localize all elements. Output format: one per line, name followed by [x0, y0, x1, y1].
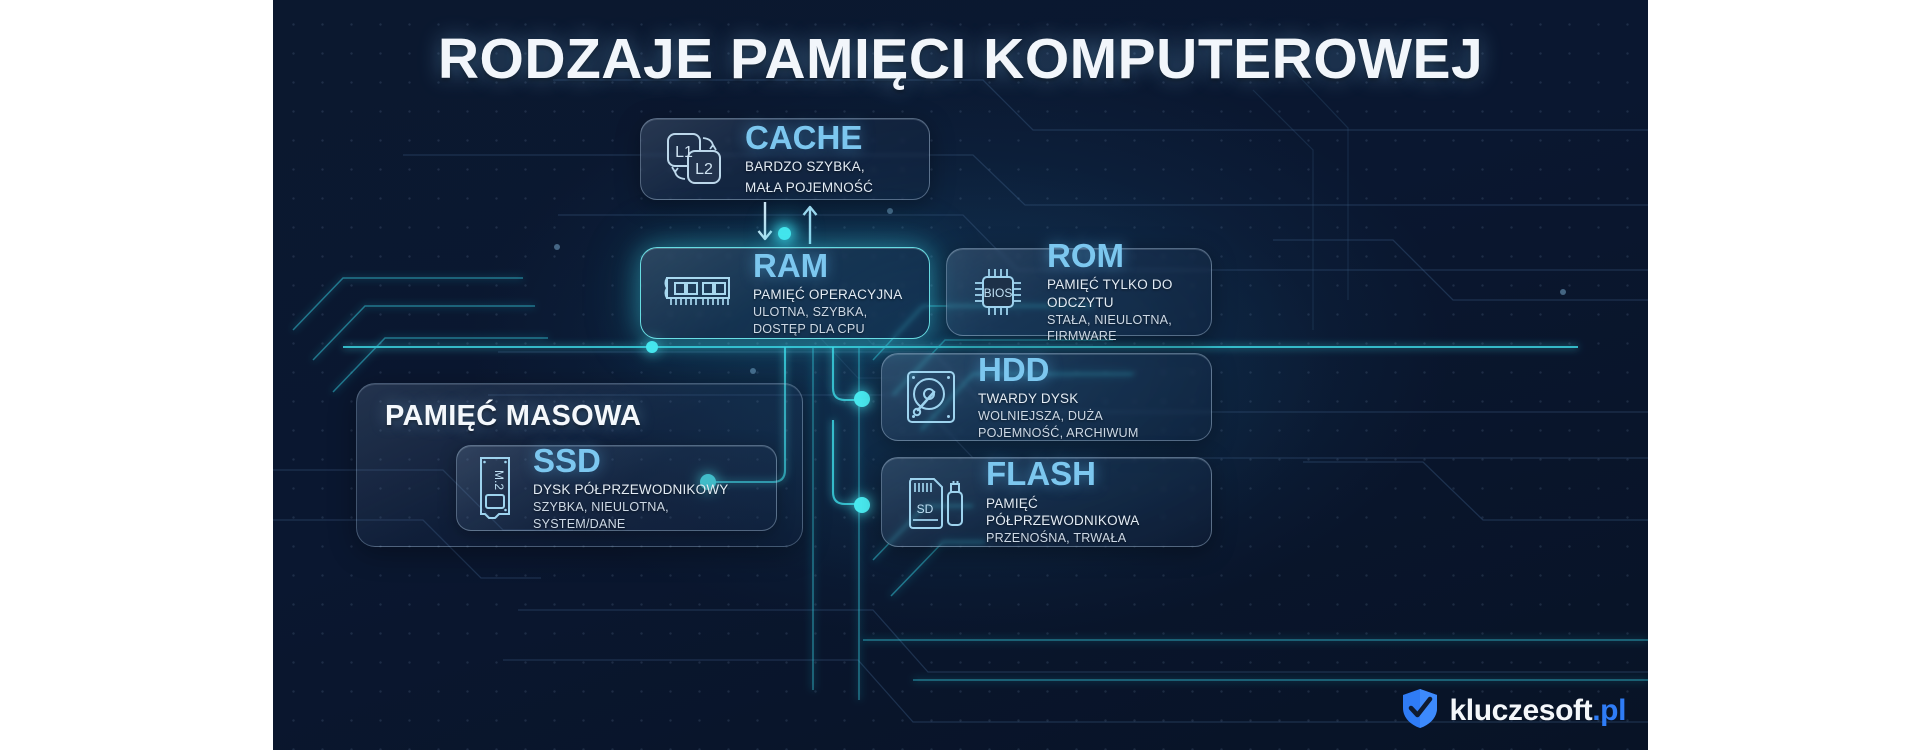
connector-node — [778, 227, 791, 240]
card-cache-line1: BARDZO SZYBKA, — [745, 159, 865, 175]
hard-disk-icon — [904, 368, 958, 426]
arrow-up-icon — [802, 205, 818, 244]
card-ram[interactable]: RAM PAMIĘĆ OPERACYJNA ULOTNA, SZYBKA, DO… — [640, 247, 930, 339]
card-hdd-title: HDD — [978, 350, 1050, 388]
card-cache-line2: MAŁA POJEMNOŚĆ — [745, 180, 874, 196]
group-mass-storage: PAMIĘĆ MASOWA M.2 SSD DYSK PÓ — [356, 383, 803, 547]
m2-ssd-icon: M.2 — [475, 455, 515, 521]
bios-chip-icon: BIOS — [969, 264, 1027, 320]
infographic-canvas: RODZAJE PAMIĘCI KOMPUTEROWEJ L1 L2 CACHE… — [273, 0, 1648, 750]
card-hdd-line2: WOLNIEJSZA, DUŻA POJEMNOŚĆ, ARCHIWUM — [978, 408, 1139, 440]
card-ram-line1: PAMIĘĆ OPERACYJNA — [753, 287, 903, 303]
card-ssd-title: SSD — [533, 441, 601, 479]
card-rom-line2: STAŁA, NIEULOTNA, FIRMWARE — [1047, 312, 1172, 344]
card-flash[interactable]: SD FLASH PAMIĘĆ PÓŁPRZEWODNIKOWA PRZENOŚ… — [881, 455, 1212, 547]
logo-text: kluczesoft.pl — [1449, 694, 1626, 728]
cache-ram-connector — [753, 200, 823, 248]
svg-text:BIOS: BIOS — [984, 286, 1013, 300]
card-rom[interactable]: BIOS ROM PAMIĘĆ TYLKO DO ODCZYTU STAŁA, … — [946, 238, 1212, 343]
card-ssd-line1: DYSK PÓŁPRZEWODNIKOWY — [533, 482, 729, 498]
card-rom-line1: PAMIĘĆ TYLKO DO ODCZYTU — [1047, 277, 1173, 311]
svg-text:SD: SD — [917, 502, 934, 516]
ram-module-icon — [663, 270, 733, 316]
card-ram-title: RAM — [753, 246, 829, 284]
card-hdd[interactable]: HDD TWARDY DYSK WOLNIEJSZA, DUŻA POJEMNO… — [881, 350, 1212, 441]
svg-text:L2: L2 — [695, 161, 713, 178]
card-cache-title: CACHE — [745, 119, 863, 157]
card-cache[interactable]: L1 L2 CACHE BARDZO SZYBKA, MAŁA POJEMNOŚ… — [640, 118, 930, 200]
card-flash-line1: PAMIĘĆ PÓŁPRZEWODNIKOWA — [986, 495, 1140, 529]
card-flash-line2: PRZENOŚNA, TRWAŁA — [986, 531, 1127, 546]
sd-card-usb-drive-icon: SD — [904, 473, 966, 531]
card-flash-title: FLASH — [986, 455, 1096, 493]
card-ram-line2: ULOTNA, SZYBKA, DOSTĘP DLA CPU — [753, 304, 868, 336]
logo-name: kluczesoft — [1449, 693, 1593, 727]
shield-check-icon — [1400, 687, 1440, 734]
group-mass-storage-title: PAMIĘĆ MASOWA — [385, 400, 642, 432]
brand-logo[interactable]: kluczesoft.pl — [1400, 687, 1626, 734]
page-title: RODZAJE PAMIĘCI KOMPUTEROWEJ — [437, 27, 1484, 91]
svg-text:L1: L1 — [675, 144, 693, 161]
card-hdd-line1: TWARDY DYSK — [978, 391, 1079, 407]
card-rom-title: ROM — [1047, 236, 1124, 274]
svg-text:M.2: M.2 — [492, 470, 506, 490]
logo-tld: .pl — [1592, 693, 1626, 727]
card-ssd-line2: SZYBKA, NIEULOTNA, SYSTEM/DANE — [533, 499, 669, 531]
arrow-down-icon — [757, 202, 773, 241]
cache-l1-l2-icon: L1 L2 — [663, 130, 725, 188]
card-ssd[interactable]: M.2 SSD DYSK PÓŁPRZEWODNIKOWY SZYBKA, NI… — [456, 441, 777, 531]
